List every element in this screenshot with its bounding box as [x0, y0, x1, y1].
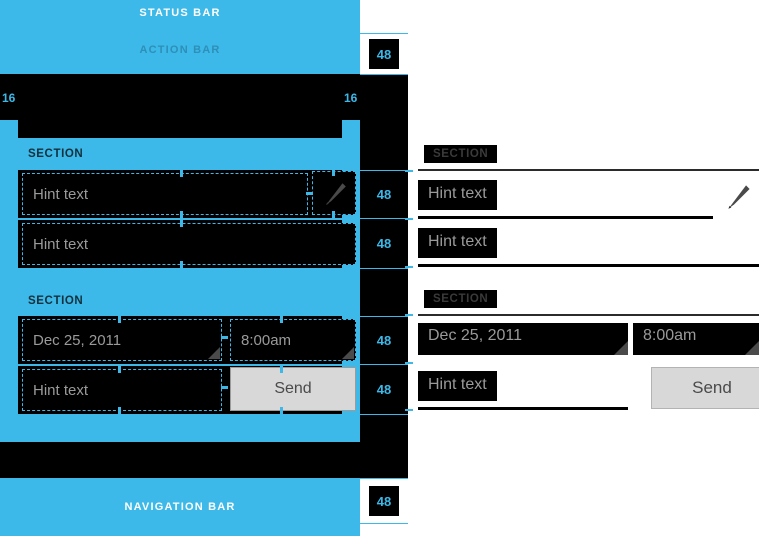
hint-text-2-value: Hint text: [33, 235, 89, 253]
spec-row-spinner: Dec 25, 2011 8:00am: [18, 314, 356, 364]
date-spinner-value: Dec 25, 2011: [33, 331, 122, 349]
hint-text-input-2[interactable]: Hint text: [22, 223, 356, 265]
clean-send-button-label: Send: [692, 378, 732, 397]
time-spinner[interactable]: 8:00am: [230, 319, 356, 361]
send-button-label: Send: [274, 380, 312, 397]
clean-date-spinner-value: Dec 25, 2011: [428, 327, 522, 344]
measure-badge-spinner-value: 48: [376, 333, 392, 348]
spec-section-header-2: SECTION: [18, 287, 352, 315]
measure-badge-field-2-value: 48: [376, 236, 392, 251]
spec-row-field-2: Hint text: [18, 218, 356, 270]
measure-badge-send-value: 48: [376, 382, 392, 397]
clean-field-1-underline: [418, 216, 713, 219]
clean-date-spinner[interactable]: Dec 25, 2011: [418, 323, 628, 355]
clean-hint-text-input-1[interactable]: Hint text: [418, 180, 759, 220]
spec-row-send: Hint text Send: [18, 364, 356, 416]
clean-section-header-1: SECTION: [424, 144, 498, 163]
clean-hint-text-input-3[interactable]: Hint text: [418, 371, 628, 411]
spec-section-1-label: SECTION: [28, 148, 84, 160]
padding-marker-right: 16: [344, 91, 358, 105]
hint-text-3-value: Hint text: [33, 381, 89, 399]
measure-badge-spinner: 48: [360, 317, 408, 364]
measure-badge-nav-bar-value: 48: [376, 493, 392, 509]
time-spinner-triangle-icon: [342, 347, 354, 359]
spec-panel: STATUS BAR ACTION BAR 16 16 SECTION Hint…: [0, 0, 360, 536]
clean-tick-3: [405, 266, 413, 268]
clean-hint-text-input-2[interactable]: Hint text: [418, 228, 759, 268]
measure-badge-field-1: 48: [360, 171, 408, 218]
clean-tick-5: [405, 362, 413, 364]
time-spinner-triangle-icon: [745, 341, 759, 355]
clean-section-2-rule: [418, 314, 759, 316]
clean-panel: SECTION Hint text Hint text SECTION Dec …: [405, 0, 759, 536]
measure-badge-field-1-value: 48: [376, 187, 392, 202]
action-bar-label: ACTION BAR: [139, 44, 221, 56]
clean-send-button[interactable]: Send: [651, 367, 759, 409]
clean-section-1-rule: [418, 169, 759, 171]
time-spinner-value: 8:00am: [241, 331, 292, 349]
date-spinner-triangle-icon: [614, 341, 628, 355]
pencil-icon: [326, 183, 346, 205]
padding-marker-left: 16: [2, 91, 16, 105]
measure-gap-top: [360, 75, 408, 170]
spec-row-2-rule: [18, 268, 342, 269]
clean-section-header-2: SECTION: [424, 289, 498, 308]
clean-hint-text-2-value: Hint text: [418, 228, 497, 258]
spec-row-field-1: Hint text: [18, 167, 356, 220]
measure-badge-action-bar: 48: [360, 34, 408, 74]
measure-gap-mid: [360, 269, 408, 316]
measure-badge-action-bar-value: 48: [376, 46, 392, 62]
navigation-bar-label: NAVIGATION BAR: [124, 501, 236, 513]
clean-tick-6: [405, 409, 413, 411]
hint-text-input-3[interactable]: Hint text: [22, 369, 222, 411]
hint-text-1-value: Hint text: [33, 185, 89, 203]
measure-badge-send: 48: [360, 365, 408, 414]
spec-section-2-rule: [18, 314, 342, 315]
clean-tick-1: [405, 170, 413, 172]
spec-section-2-label: SECTION: [28, 295, 84, 307]
padding-gutter-left: [0, 120, 18, 442]
clean-section-1-label: SECTION: [424, 145, 498, 163]
spec-row-4-rule: [18, 414, 342, 415]
measure-badge-nav-bar: 48: [360, 479, 408, 523]
pencil-icon[interactable]: [723, 182, 753, 212]
clean-section-2-label: SECTION: [424, 290, 498, 308]
spec-row-3-rule: [18, 364, 342, 365]
navigation-bar: NAVIGATION BAR: [0, 478, 360, 536]
clean-field-2-underline: [418, 264, 759, 267]
clean-tick-4: [405, 314, 413, 316]
status-bar: STATUS BAR: [0, 0, 360, 26]
clean-time-spinner-value: 8:00am: [643, 327, 697, 344]
pencil-icon-target-1[interactable]: [312, 171, 356, 215]
send-button[interactable]: Send: [230, 367, 356, 411]
measure-gap-bottom: [360, 415, 408, 478]
date-spinner-triangle-icon: [208, 347, 220, 359]
spec-section-header-1: SECTION: [18, 140, 352, 168]
action-bar: ACTION BAR: [0, 26, 360, 74]
clean-time-spinner[interactable]: 8:00am: [633, 323, 759, 355]
clean-hint-text-1-value: Hint text: [418, 180, 497, 210]
hint-text-input-1[interactable]: Hint text: [22, 173, 308, 215]
measure-badge-field-2: 48: [360, 219, 408, 268]
clean-hint-text-3-value: Hint text: [418, 371, 497, 401]
clean-field-3-underline: [418, 407, 628, 410]
date-spinner[interactable]: Dec 25, 2011: [22, 319, 222, 361]
clean-tick-2: [405, 218, 413, 220]
status-bar-label: STATUS BAR: [139, 7, 221, 19]
measurement-column: 48 48 48 48 48 48: [360, 0, 408, 536]
